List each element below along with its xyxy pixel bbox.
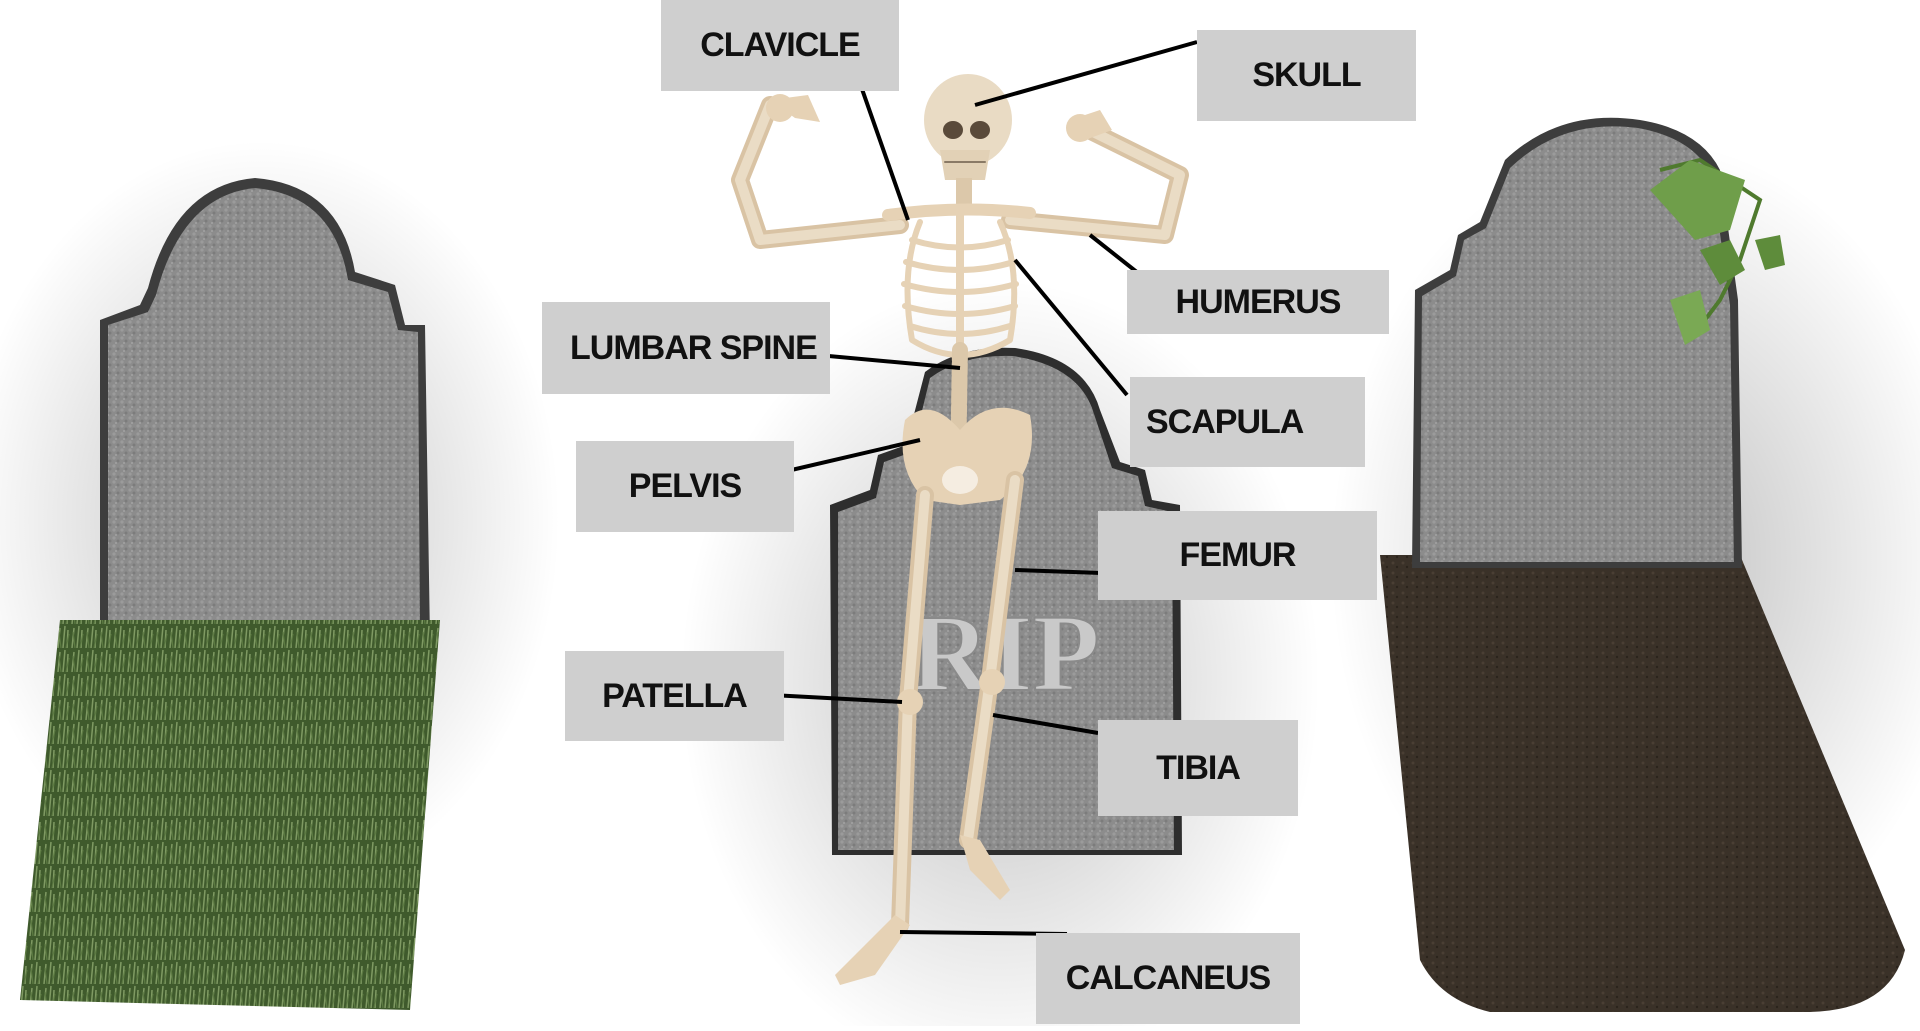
skull-icon [924,74,1012,180]
label-scapula: SCAPULA [1130,377,1365,467]
right-grave [1330,118,1920,1012]
label-patella: PATELLA [565,651,784,741]
label-femur: FEMUR [1098,511,1377,600]
label-humerus: HUMERUS [1127,270,1389,334]
left-grave [0,140,560,1010]
label-calcaneus: CALCANEUS [1036,933,1300,1024]
leader-skull [975,42,1197,105]
right-patella-icon [979,669,1005,695]
label-skull: SKULL [1197,30,1416,121]
label-tibia: TIBIA [1098,720,1298,816]
label-lumbar-spine: LUMBAR SPINE [542,302,830,394]
leader-clavicle [856,72,908,220]
label-pelvis: PELVIS [576,441,794,532]
label-clavicle: CLAVICLE [661,0,899,91]
left-hand-icon [766,94,820,122]
